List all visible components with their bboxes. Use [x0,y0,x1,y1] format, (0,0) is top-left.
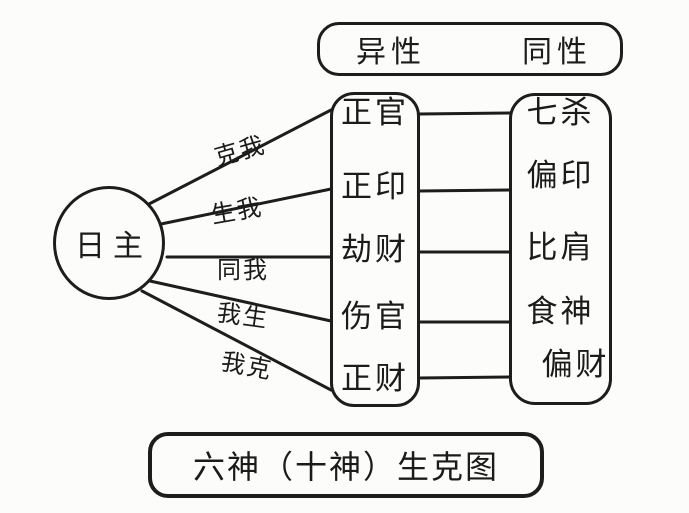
god-shangguan: 伤官 [341,299,409,335]
god-piancai: 偏财 [541,347,610,383]
god-pianyin: 偏印 [526,158,595,194]
relation-label-sheng-wo: 生我 [208,192,266,230]
header-same-polarity: 同性 [522,35,592,70]
god-zhengcai: 正财 [341,361,409,397]
god-shishen: 食神 [526,294,595,330]
connector-zhengyin-pianyin [417,188,512,193]
connector-zhengcai-piancai [417,375,512,380]
day-master-label: 日主 [75,229,151,264]
caption-box: 六神（十神）生克图 [148,432,544,498]
god-zhengyin: 正印 [341,169,409,205]
polarity-header-box: 异性 同性 [317,22,623,76]
god-zhengguan: 正官 [341,95,409,131]
relation-label-wo-ke: 我克 [218,347,276,385]
connector-zhengguan-qisha [417,111,512,116]
relation-label-tong-wo: 同我 [217,256,269,284]
relation-label-wo-sheng: 我生 [215,298,271,334]
day-master-node: 日主 [53,186,165,300]
different-polarity-column-box [330,92,420,407]
header-different-polarity: 异性 [356,35,426,70]
god-qisha: 七杀 [526,95,595,131]
diagram-caption: 六神（十神）生克图 [192,448,499,486]
same-polarity-column-box [509,93,612,405]
god-jiecai: 劫财 [341,232,409,268]
relation-label-ke-wo: 克我 [211,130,269,172]
god-bijian: 比肩 [526,230,595,266]
